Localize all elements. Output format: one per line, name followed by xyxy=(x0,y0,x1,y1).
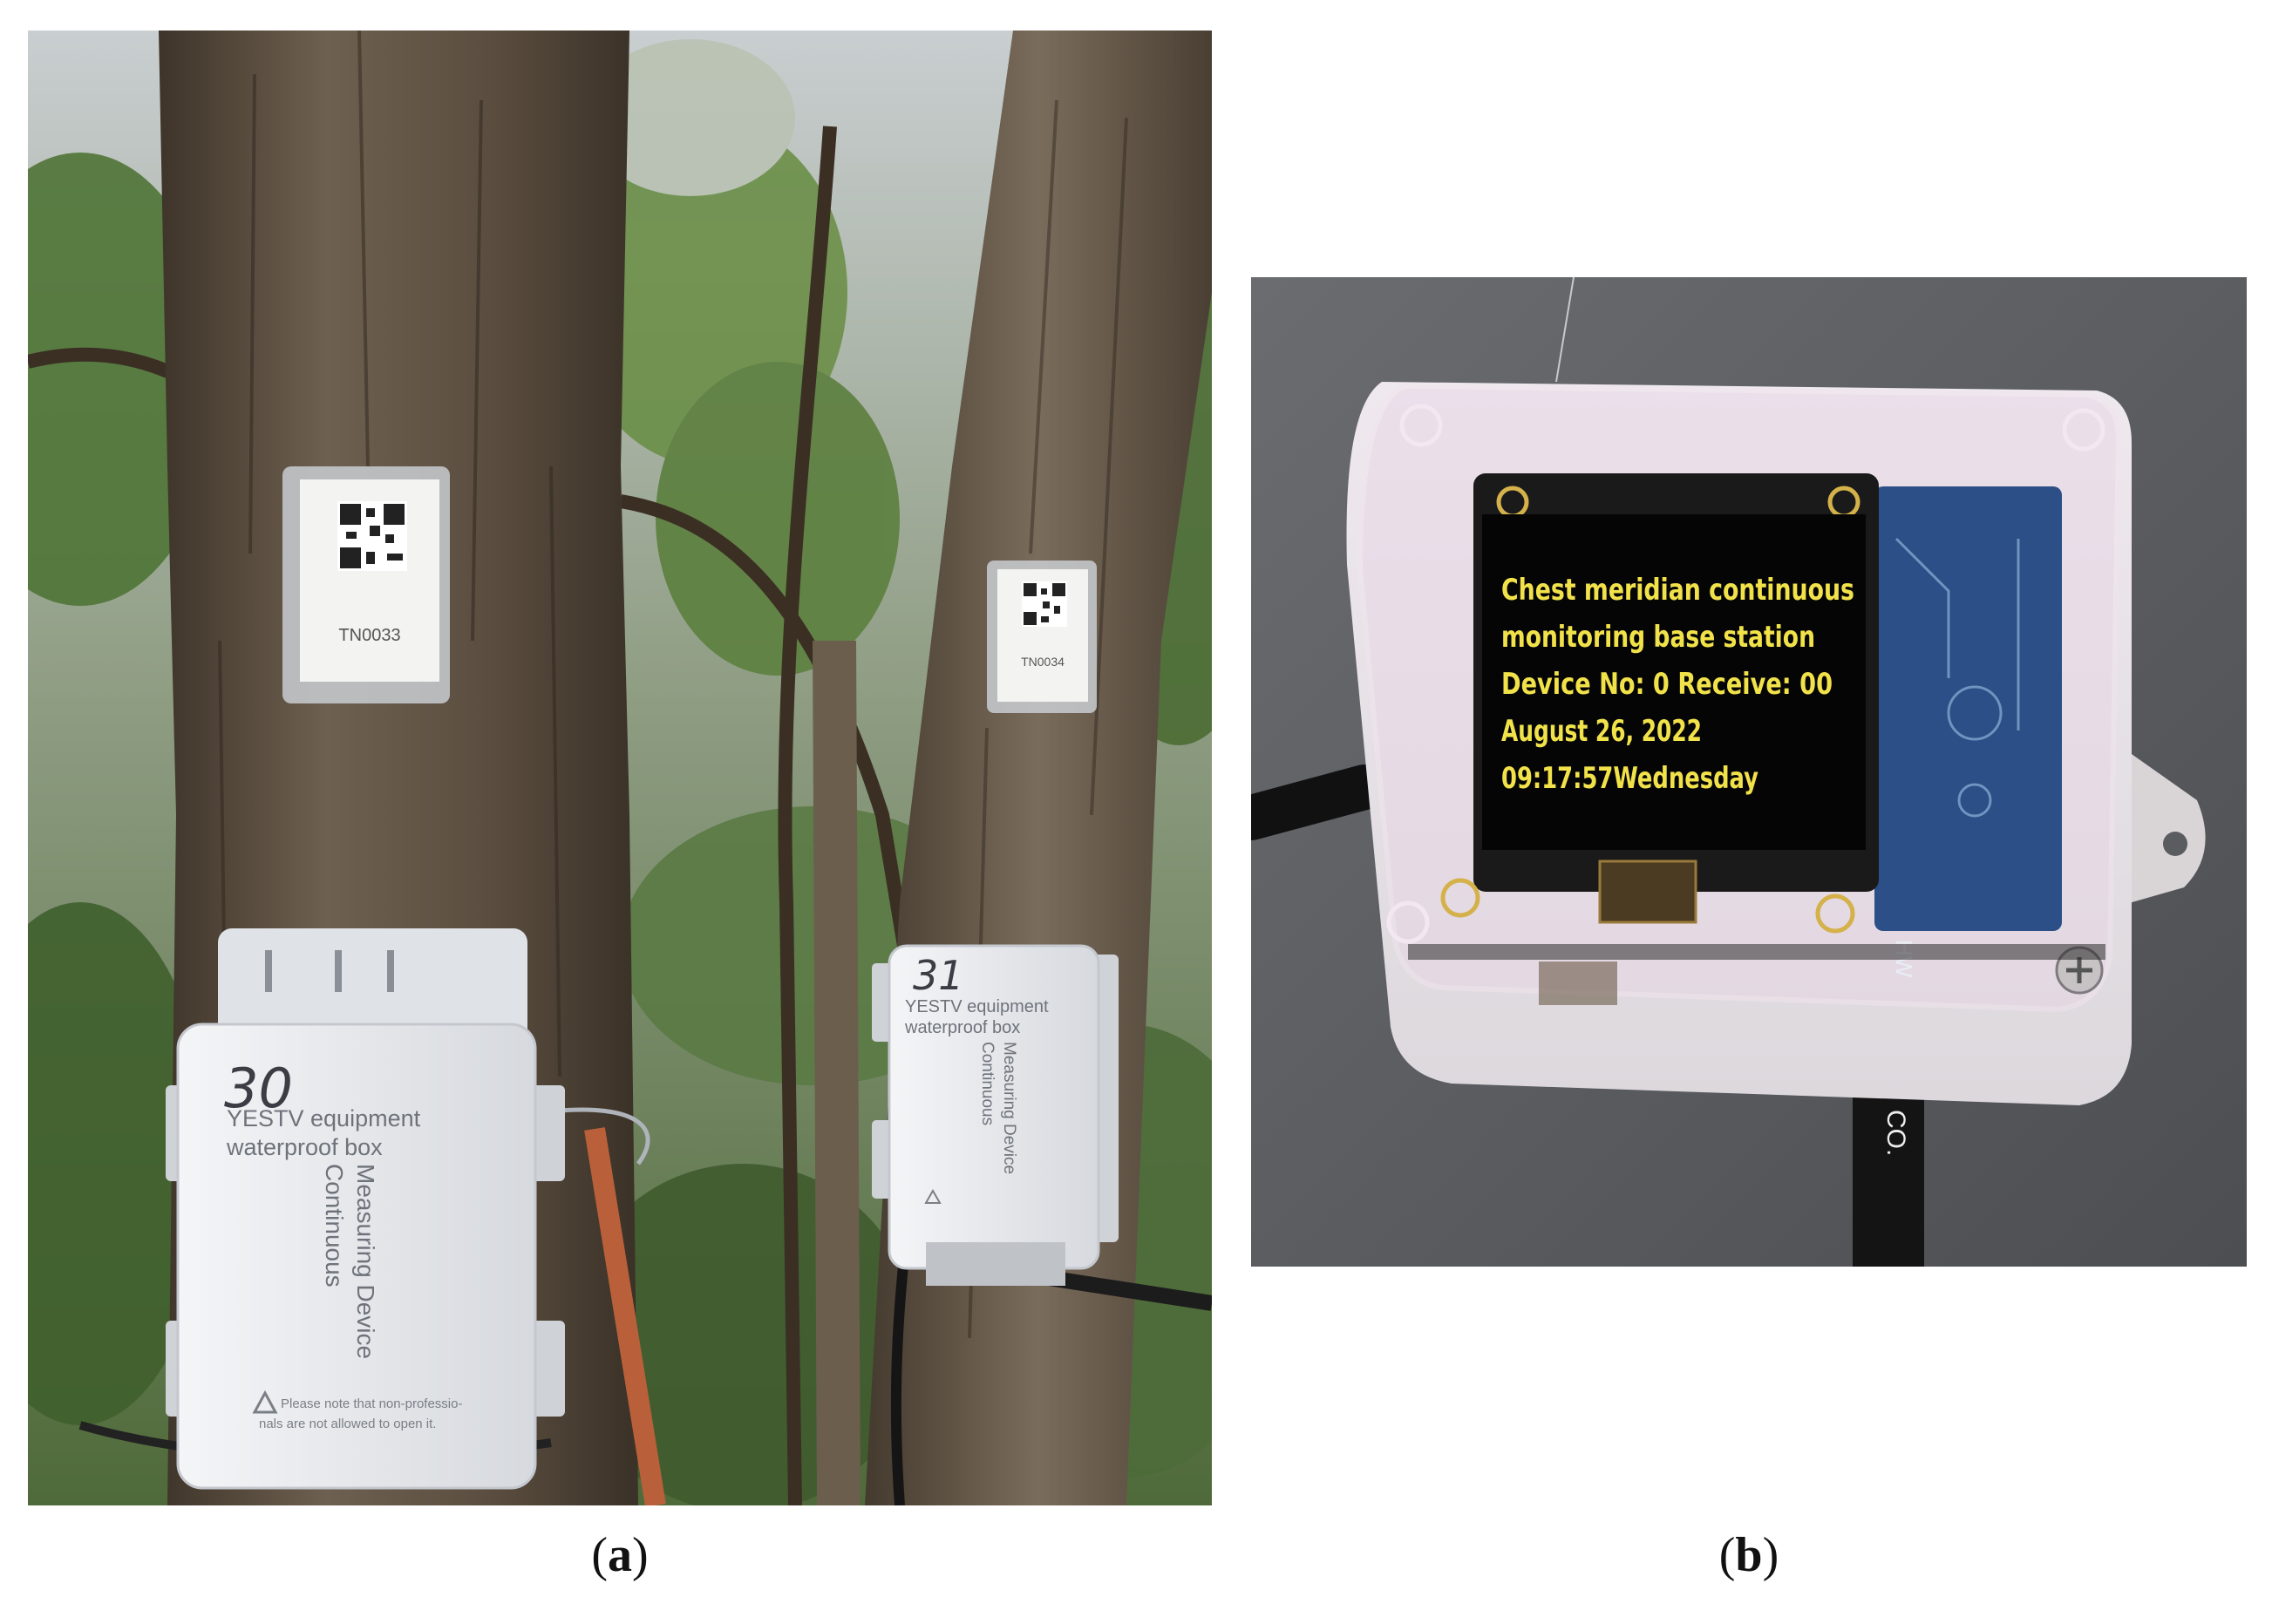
caption-paren-open: ( xyxy=(591,1528,608,1582)
box-label-line1: YESTV equipment xyxy=(227,1105,421,1131)
mounting-tab xyxy=(2123,748,2206,905)
strap-wire xyxy=(550,1107,650,1165)
caption-paren-close: ) xyxy=(1762,1528,1779,1582)
mount-hole-icon xyxy=(1440,878,1480,918)
box-rotated-label-2: Continuous xyxy=(978,1042,997,1125)
screen-line-3: Device No: 0 Receive: 00 xyxy=(1501,667,1833,702)
caption-paren-close: ) xyxy=(632,1528,649,1582)
screen-text: Chest meridian continuous monitoring bas… xyxy=(1501,573,1854,796)
flex-connector xyxy=(1598,860,1697,924)
box-rotated-label-1: Measuring Device xyxy=(352,1164,379,1359)
screen-line-5: 09:17:57Wednesday xyxy=(1501,761,1758,796)
box-number-31: 31 xyxy=(913,952,964,999)
caption-letter: a xyxy=(608,1528,632,1582)
oled-screen xyxy=(1482,514,1866,850)
mount-hole-icon xyxy=(1815,894,1855,934)
forest-photo: TN0033 TN0034 xyxy=(28,31,1212,1505)
waterproof-box-30: 30 YESTV equipment waterproof box Measur… xyxy=(166,928,565,1490)
qr-code-icon xyxy=(1022,581,1067,627)
box-label-line1: YESTV equipment xyxy=(905,997,1049,1016)
tag-id-right: TN0034 xyxy=(1021,655,1065,669)
usb-cable-bottom xyxy=(1853,1088,1924,1267)
thin-wire xyxy=(1555,277,1575,383)
tag-id-left: TN0033 xyxy=(338,626,400,645)
screen-line-1: Chest meridian continuous xyxy=(1501,573,1854,608)
caption-a: (a) xyxy=(533,1527,707,1583)
qr-tag-right: TN0034 xyxy=(987,561,1097,713)
qr-code-icon xyxy=(337,501,407,571)
usb-cable-left xyxy=(1251,764,1387,840)
qr-tag-left: TN0033 xyxy=(282,466,450,703)
header-pins xyxy=(1609,476,1704,499)
warning-icon xyxy=(252,1390,278,1414)
photo-panel-a: TN0033 TN0034 xyxy=(28,31,1212,1505)
warning-icon xyxy=(924,1188,942,1204)
corner-screw-tl xyxy=(1399,404,1443,447)
box-warning-line2: nals are not allowed to open it. xyxy=(259,1417,436,1431)
base-station-photo: HW CO. Chest meridian continuous monitor… xyxy=(1251,277,2247,1267)
corner-screw-tr xyxy=(2062,408,2105,452)
caption-b: (b) xyxy=(1662,1527,1836,1583)
rust-stake xyxy=(584,1127,666,1505)
waterproof-box-31: 31 YESTV equipment waterproof box Measur… xyxy=(872,944,1119,1286)
corner-screw-bl xyxy=(1386,900,1430,944)
box-number-30: 30 xyxy=(224,1057,293,1120)
box-rotated-label-2: Continuous xyxy=(321,1164,348,1288)
caption-paren-open: ( xyxy=(1718,1528,1736,1582)
screen-line-4: August 26, 2022 xyxy=(1501,714,1702,749)
box-warning-line1: Please note that non-professio- xyxy=(281,1396,462,1411)
thin-trunk xyxy=(813,641,861,1505)
pin-row xyxy=(1539,961,1617,1005)
lid-edge-shadow xyxy=(1408,944,2105,960)
mount-hole xyxy=(2163,832,2187,856)
board-mark-co: CO. xyxy=(1881,1110,1910,1156)
board-traces xyxy=(1894,537,2020,818)
box-label-line2: waterproof box xyxy=(904,1018,1020,1037)
photo-panel-b: HW CO. Chest meridian continuous monitor… xyxy=(1251,277,2247,1267)
box-label-line2: waterproof box xyxy=(226,1134,383,1160)
box-rotated-label-1: Measuring Device xyxy=(1000,1042,1018,1174)
caption-letter: b xyxy=(1735,1528,1763,1582)
circuit-board xyxy=(1874,486,2062,931)
screen-line-2: monitoring base station xyxy=(1501,620,1815,655)
